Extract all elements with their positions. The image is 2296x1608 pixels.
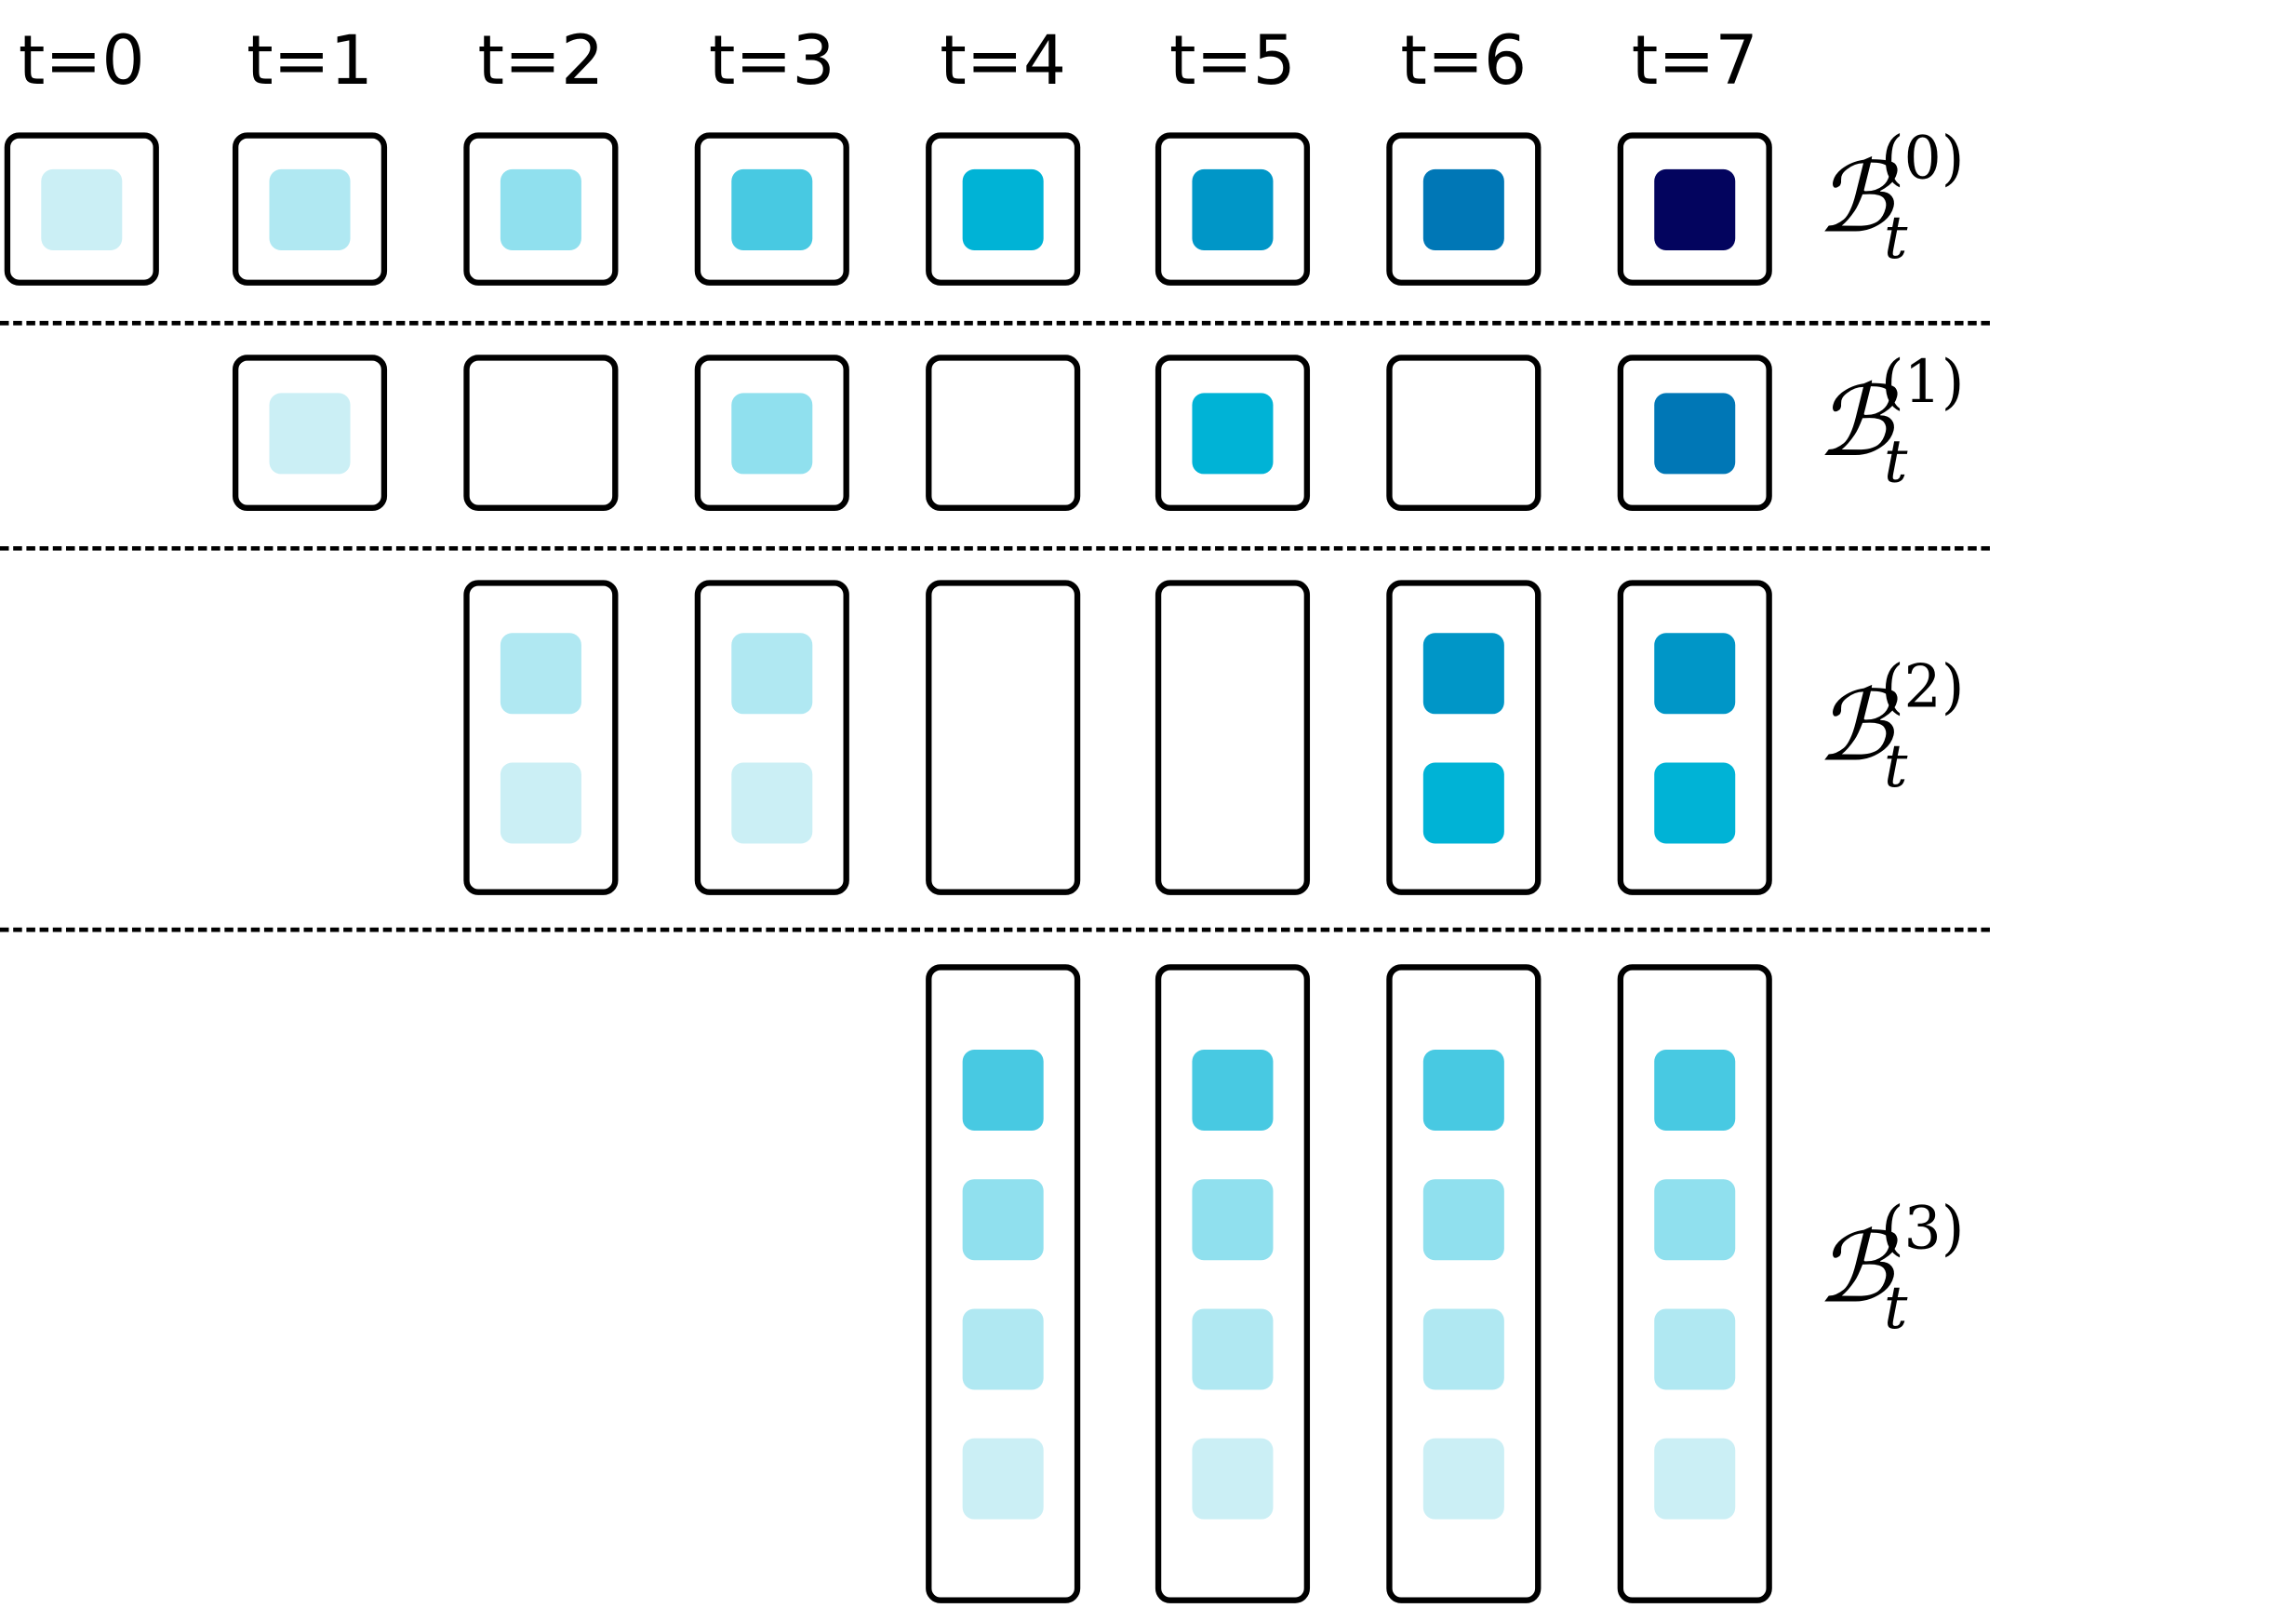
- time-label: t=4: [940, 20, 1067, 100]
- buffer-label: ℬ(3)t: [1810, 1199, 2016, 1376]
- sample-cell: [1654, 632, 1736, 714]
- sample-cell: [269, 392, 351, 474]
- buffer-box: [1155, 580, 1311, 895]
- sample-cell: [269, 168, 351, 250]
- buffer-box: [1617, 580, 1772, 895]
- time-label: t=6: [1400, 20, 1528, 100]
- buffer-label: ℬ(0)t: [1810, 129, 2016, 306]
- sample-cell: [731, 168, 813, 250]
- sample-cell: [962, 168, 1044, 250]
- sample-cell: [731, 761, 813, 843]
- sample-cell: [1422, 1437, 1504, 1519]
- sample-cell: [731, 632, 813, 714]
- sample-cell: [1192, 1437, 1274, 1519]
- buffer-box: [926, 580, 1081, 895]
- sample-cell: [500, 168, 581, 250]
- buffer-box: [694, 580, 849, 895]
- buffer-time-subscript: t: [1884, 204, 1908, 273]
- time-label: t=3: [708, 20, 835, 100]
- sample-cell: [1654, 168, 1736, 250]
- time-label: t=2: [477, 20, 605, 100]
- buffer-box: [463, 355, 619, 511]
- sample-cell: [500, 761, 581, 843]
- sample-cell: [1422, 1307, 1504, 1389]
- row-separator: [0, 545, 1990, 551]
- buffer-symbol: ℬ: [1816, 365, 1893, 479]
- row-separator: [0, 927, 1990, 932]
- buffer-box: [463, 580, 619, 895]
- buffer-symbol: ℬ: [1816, 1212, 1893, 1325]
- sample-cell: [41, 168, 123, 250]
- sample-cell: [962, 1307, 1044, 1389]
- sample-cell: [1654, 1178, 1736, 1260]
- sample-cell: [1422, 761, 1504, 843]
- sample-cell: [1654, 1307, 1736, 1389]
- buffer-symbol: ℬ: [1816, 669, 1893, 784]
- sample-cell: [731, 392, 813, 474]
- sample-cell: [962, 1178, 1044, 1260]
- sample-cell: [1422, 168, 1504, 250]
- buffer-label: ℬ(1)t: [1810, 354, 2016, 530]
- buffer-box: [4, 132, 159, 286]
- sample-cell: [1654, 1437, 1736, 1519]
- sample-cell: [962, 1049, 1044, 1131]
- buffer-time-subscript: t: [1884, 428, 1908, 497]
- sample-cell: [1422, 632, 1504, 714]
- time-label: t=5: [1169, 20, 1296, 100]
- sample-cell: [1192, 1049, 1274, 1131]
- time-label: t=0: [18, 20, 145, 100]
- sample-cell: [1192, 1307, 1274, 1389]
- sample-cell: [1654, 761, 1736, 843]
- buffer-box: [1386, 580, 1542, 895]
- buffer-box: [1617, 132, 1772, 286]
- time-label: t=7: [1631, 20, 1758, 100]
- sample-cell: [962, 1437, 1044, 1519]
- sample-cell: [1422, 1049, 1504, 1131]
- time-label: t=1: [247, 20, 373, 100]
- buffer-label: ℬ(2)t: [1810, 658, 2016, 835]
- buffer-box: [926, 355, 1081, 511]
- sample-cell: [1192, 168, 1274, 250]
- buffer-level: (2): [1880, 653, 1965, 722]
- buffer-time-subscript: t: [1884, 1275, 1908, 1343]
- sample-cell: [500, 632, 581, 714]
- sample-cell: [1192, 392, 1274, 474]
- buffer-level: (0): [1880, 125, 1965, 194]
- buffer-symbol: ℬ: [1816, 141, 1893, 255]
- sample-cell: [1654, 392, 1736, 474]
- sample-cell: [1654, 1049, 1736, 1131]
- sample-cell: [1422, 1178, 1504, 1260]
- buffer-level: (1): [1880, 348, 1965, 417]
- buffer-box: [1386, 355, 1542, 511]
- sample-cell: [1192, 1178, 1274, 1260]
- row-separator: [0, 320, 1990, 326]
- buffer-level: (3): [1880, 1195, 1965, 1264]
- buffer-time-subscript: t: [1884, 732, 1908, 801]
